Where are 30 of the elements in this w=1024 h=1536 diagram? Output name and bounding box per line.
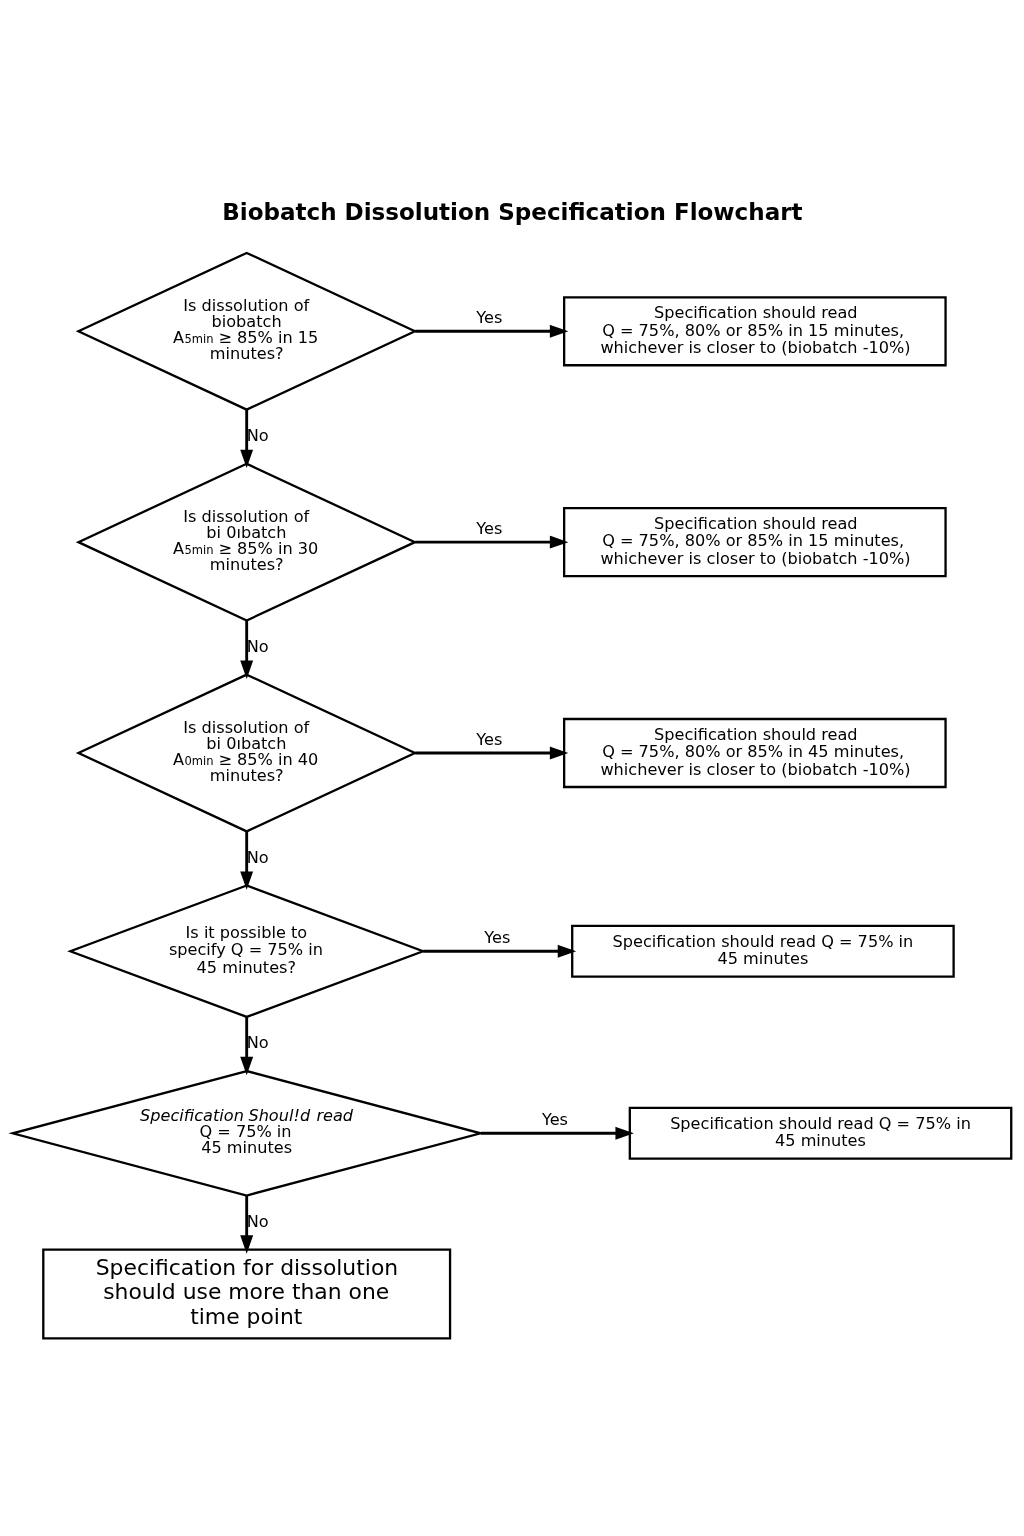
node-box: Specification should read Q = 75%, 80% or 85% in 15 minutes, whichever is closer to (biobatch -10%): [563, 507, 947, 578]
edge-label: No: [246, 636, 269, 656]
arrow: [415, 746, 569, 760]
arrow: [423, 944, 577, 958]
edge-label: Yes: [484, 928, 511, 948]
node-box: Specification should read Q = 75%, 80% or 85% in 15 minutes, whichever is closer to (biobatch -10%): [563, 296, 947, 367]
node-diamond: Is dissolution of biobatch A5min ≥ 85% in 15 minutes?: [75, 251, 418, 411]
diagram-title: Biobatch Dissolution Specification Flowchart: [222, 198, 803, 225]
node-box: Specification should read Q = 75% in 45 minutes: [628, 1106, 1013, 1160]
arrow: [240, 1195, 254, 1254]
arrow: [415, 324, 569, 338]
edge-label: Yes: [476, 308, 503, 328]
node-diamond: Is dissolution of bi 0ıbatch A0min ≥ 85% in 40 minutes?: [75, 673, 418, 833]
edge-label: No: [246, 1211, 269, 1231]
edge-label: No: [246, 847, 269, 867]
node-box: Specification should read Q = 75%, 80% or 85% in 45 minutes, whichever is closer to (biobatch -10%): [563, 717, 947, 789]
edge-label: No: [246, 425, 269, 445]
node-diamond: Is dissolution of bi 0ıbatch A5min ≥ 85% in 30 minutes?: [75, 462, 418, 622]
edge-label: No: [246, 1033, 269, 1053]
arrow: [480, 1126, 634, 1140]
arrow: [240, 620, 254, 679]
arrow: [240, 409, 254, 469]
arrow: [240, 831, 254, 890]
node-box: Specification for dissolution should use more than one time point: [42, 1248, 452, 1340]
edge-label: Yes: [476, 730, 503, 750]
node-box: Specification should read Q = 75% in 45 minutes: [571, 924, 955, 978]
edge-label: Yes: [476, 519, 503, 539]
arrow: [415, 535, 569, 549]
edge-label: Yes: [541, 1110, 568, 1130]
arrow: [240, 1017, 254, 1076]
